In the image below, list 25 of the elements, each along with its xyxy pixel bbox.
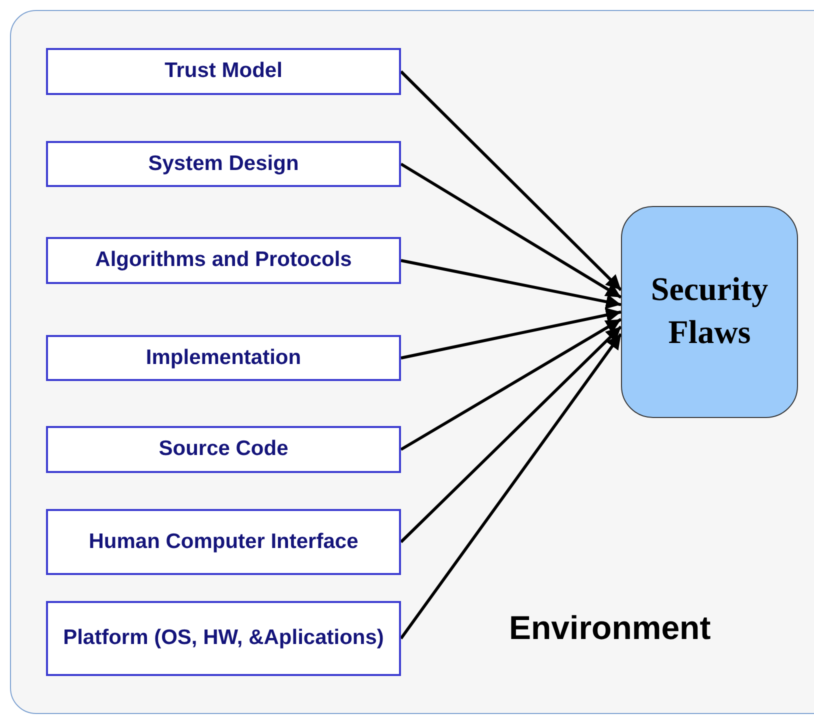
environment-label: Environment <box>509 609 711 647</box>
arrow <box>400 318 622 451</box>
factor-box <box>46 237 401 284</box>
box-label: Platform (OS, HW, &Aplications) <box>62 625 385 652</box>
box-label: Trust Model <box>164 58 284 84</box>
arrow <box>400 162 622 299</box>
factor-box <box>46 48 401 95</box>
factor-box <box>46 141 401 187</box>
box-label: Source Code <box>158 436 290 462</box>
box-label: Human Computer Interface <box>88 528 360 555</box>
arrow <box>400 308 622 360</box>
box-label: Algorithms and Protocols <box>94 247 353 274</box>
arrow <box>400 70 622 292</box>
arrow <box>400 326 622 544</box>
factor-box <box>46 426 401 473</box>
arrow <box>400 259 622 310</box>
outcome-box <box>621 206 798 418</box>
factor-box <box>46 509 401 575</box>
box-label: System Design <box>147 150 300 177</box>
box-label: Implementation <box>144 344 302 371</box>
arrow <box>400 333 622 640</box>
factor-box <box>46 335 401 381</box>
environment-panel <box>10 10 814 714</box>
factor-box <box>46 601 401 676</box>
box-label: Security Flaws <box>650 271 770 353</box>
